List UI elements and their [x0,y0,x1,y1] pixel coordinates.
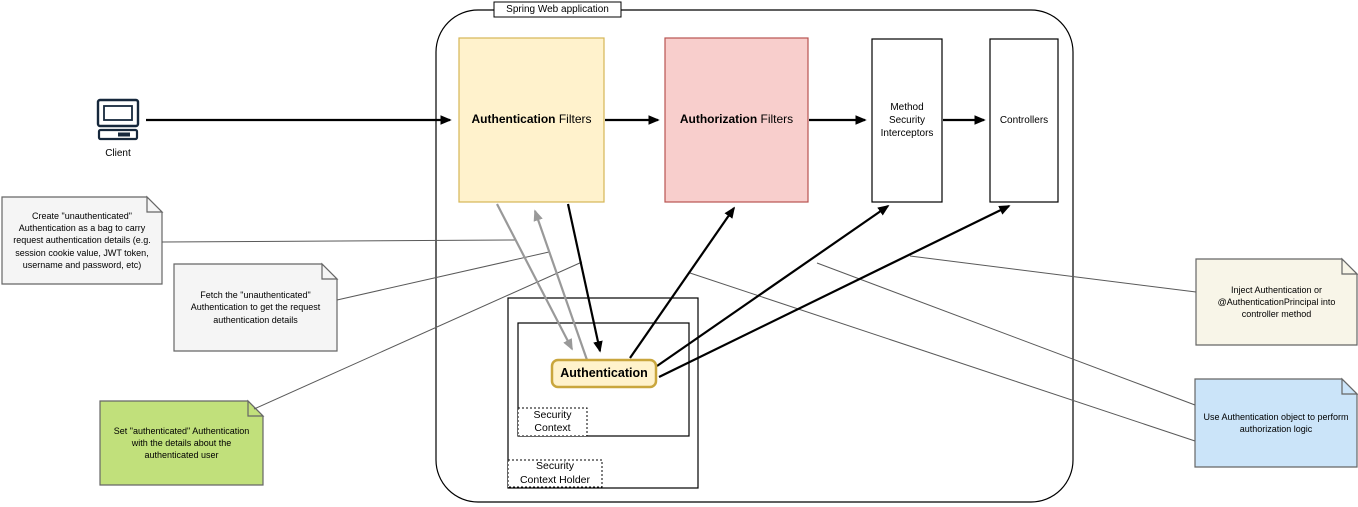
authorization-filters-label-rest: Filters [757,112,794,127]
method-security-interceptors-box [871,38,943,203]
security-context-label-line2: Context [534,422,571,434]
security-context-label-box [517,407,588,437]
spring-web-application-title-box [493,1,622,18]
note-connector-lines [161,239,1197,442]
authentication-filters-label-bold: Authentication [471,112,556,127]
authorization-filters-label-bold: Authorization [679,112,758,127]
authorization-filters-box [664,37,809,203]
note-inject-authentication [1195,257,1358,346]
note-set-authenticated [99,399,265,486]
authentication-badge-label: Authentication [560,366,648,381]
authentication-filters-label-rest: Filters [555,112,592,127]
note-set-authenticated-text: Set "authenticated" Authentication with … [113,425,250,461]
note-fetch-unauthenticated [173,262,339,352]
method-security-interceptors-label: Method Security Interceptors [880,102,934,139]
security-context-holder-label-box [507,459,603,488]
security-context-label: Security Context [518,408,587,436]
arrow-fetch-unauthenticated [533,209,589,361]
security-context-holder-label-line2: Context Holder [519,473,591,486]
controllers-box [989,38,1059,203]
note-use-authentication [1194,377,1358,468]
flow-arrows [146,115,1011,378]
client-computer-icon [96,98,140,141]
authentication-badge [550,358,658,389]
spring-web-application-title: Spring Web application [506,4,609,15]
security-context-label-line1: Security [533,408,572,421]
note-create-unauthenticated-text: Create "unauthenticated" Authentication … [13,211,151,270]
note-create-unauthenticated [1,195,164,285]
authentication-filters-label: Authentication Filters [459,38,604,202]
security-context-holder-label: Security Context Holder [508,460,602,487]
note-inject-authentication-text: Inject Authentication or @Authentication… [1217,284,1336,320]
note-use-authentication-text: Use Authentication object to perform aut… [1203,411,1349,434]
arrow-set-authentication [566,203,603,353]
spring-web-application-container [435,9,1074,503]
note-fetch-unauthenticated-text: Fetch the "unauthenticated" Authenticati… [190,290,321,325]
controllers-label: Controllers [999,115,1049,126]
arrow-authentication-to-controllers-box [658,205,1011,378]
arrow-authentication-to-authorization-box [629,206,735,359]
authentication-filters-box [458,37,605,203]
gray-arrows [496,203,589,361]
arrow-authentication-to-method-box [656,205,890,367]
authorization-filters-label: Authorization Filters [665,38,808,202]
client-label: Client [105,147,131,159]
security-context-holder-label-line1: Security [536,460,574,473]
arrow-create-unauthenticated [496,203,573,351]
